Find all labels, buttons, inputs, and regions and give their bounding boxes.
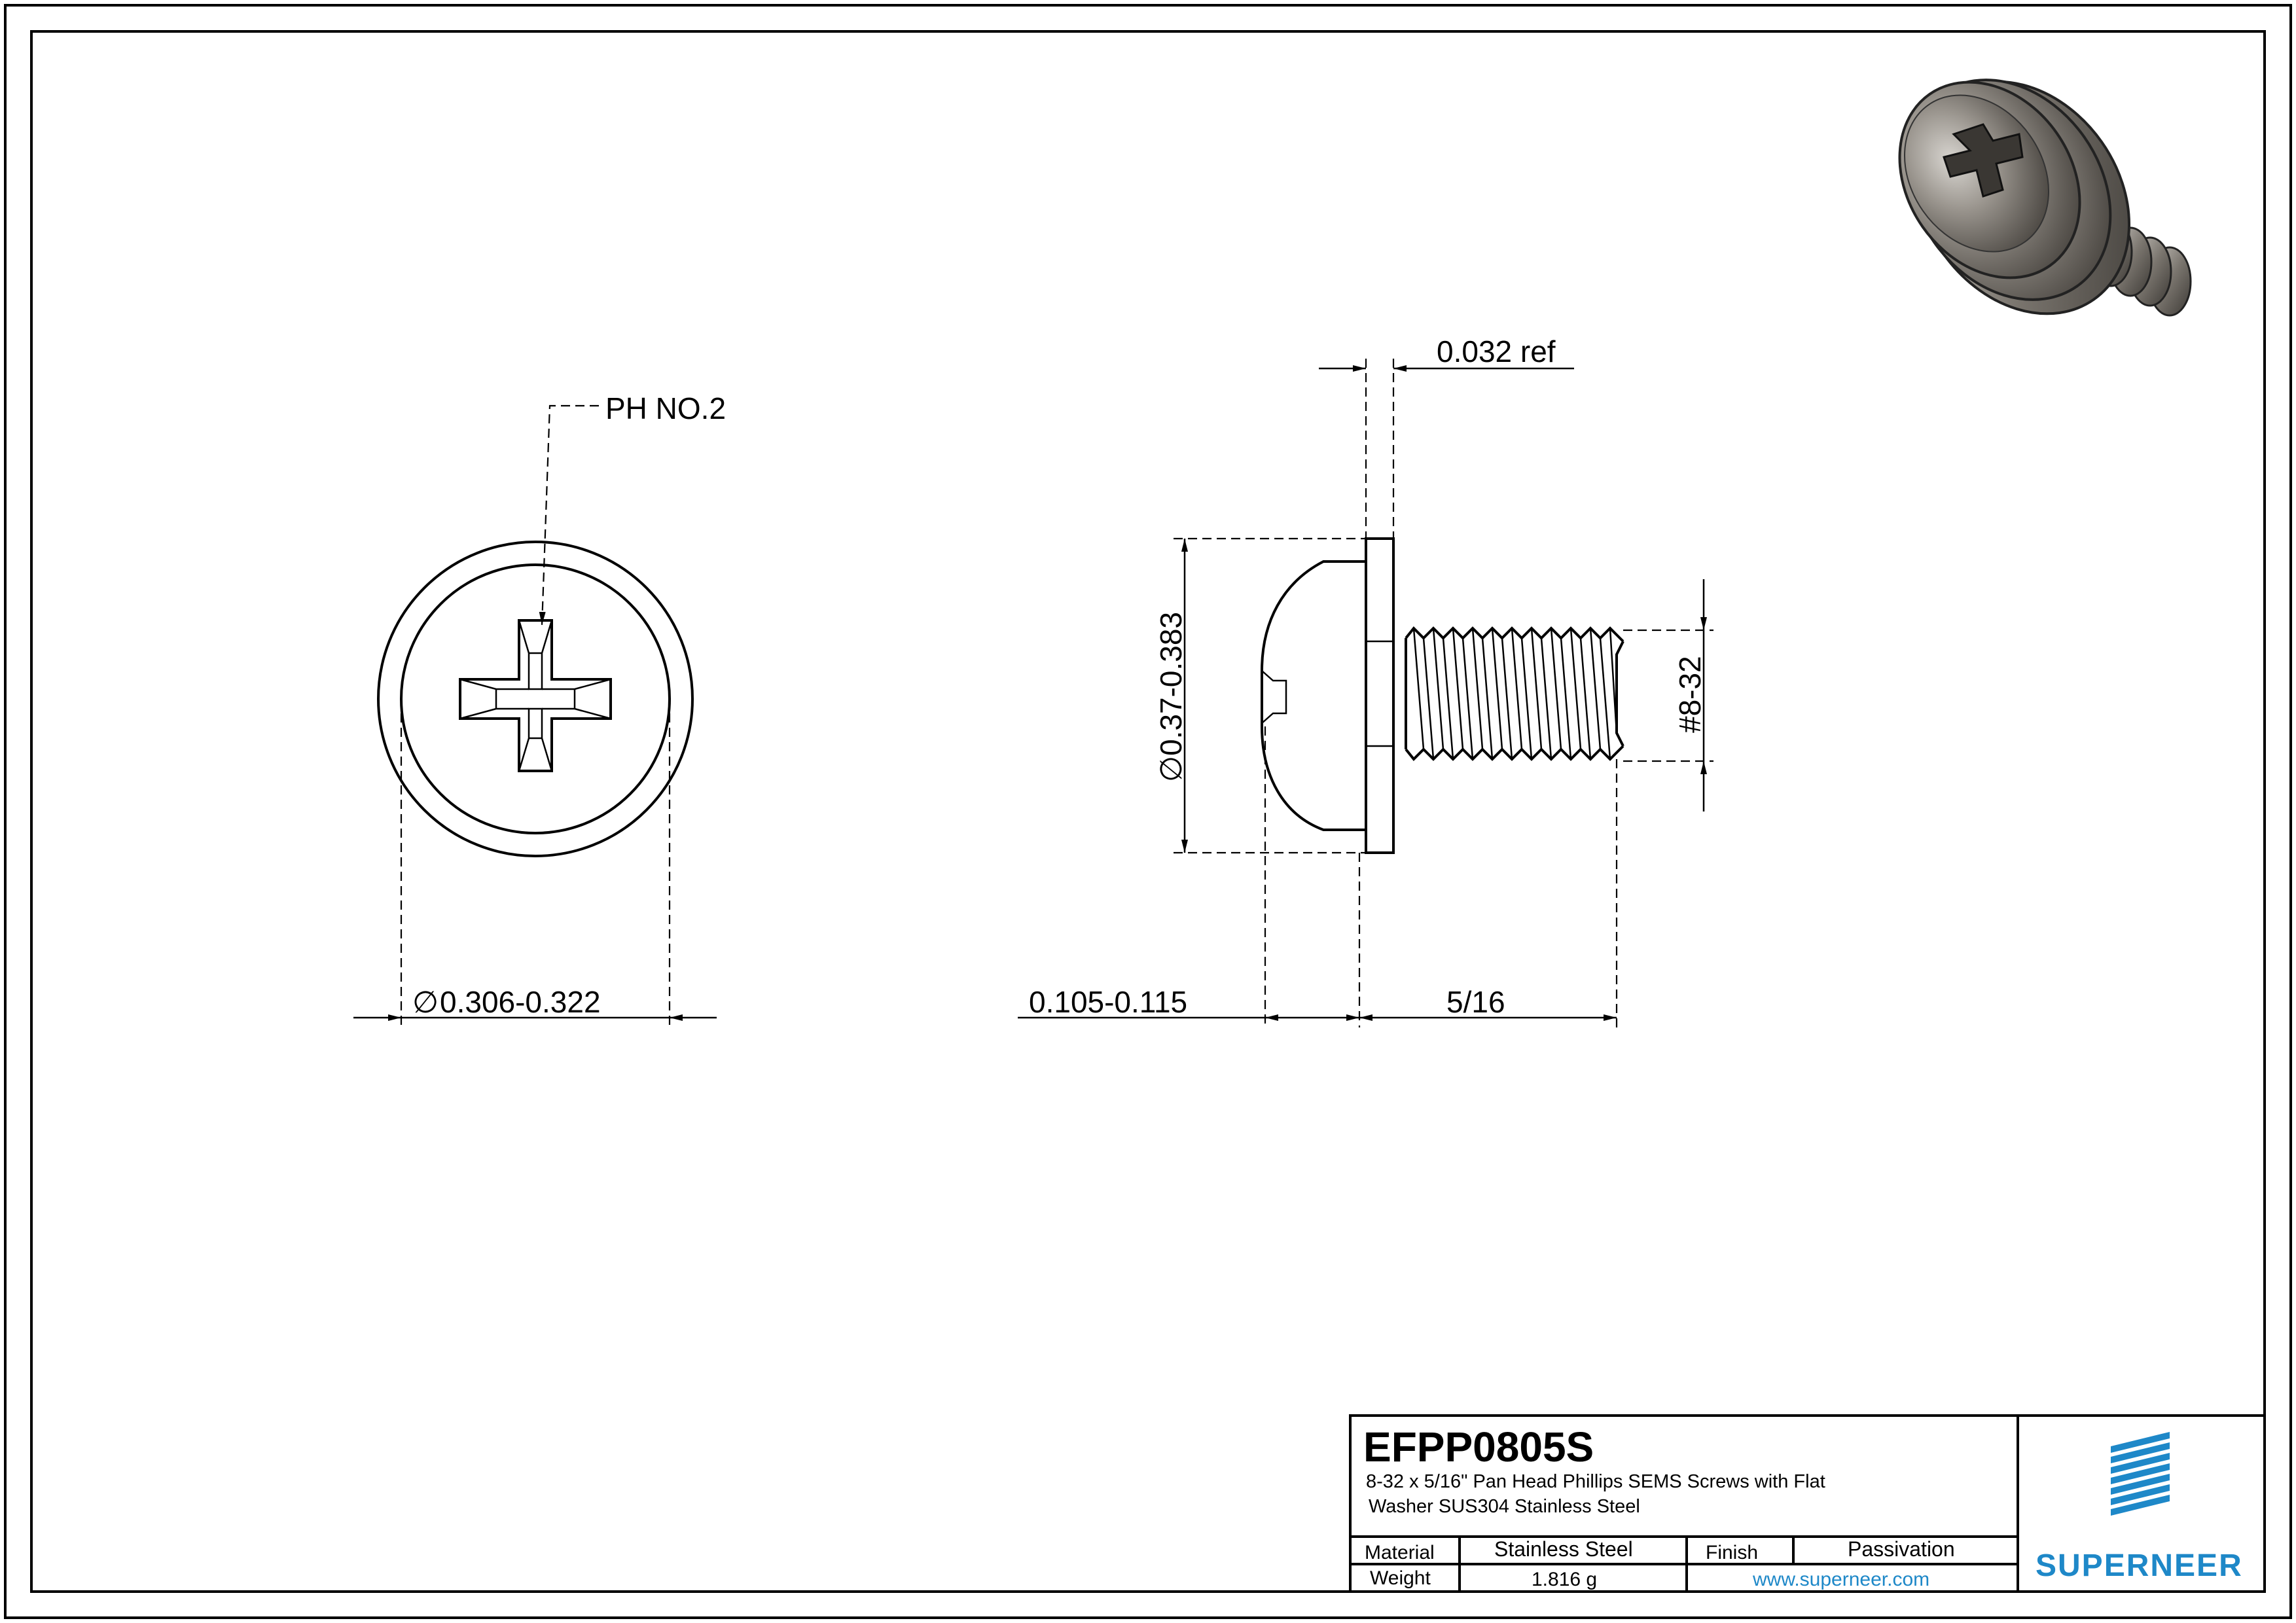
description-line-2: Washer SUS304 Stainless Steel (1369, 1496, 1640, 1517)
superneer-logo-icon (2111, 1432, 2170, 1516)
weight-value: 1.816 g (1532, 1569, 1597, 1590)
front-diameter-dim: 0.306-0.322 (440, 985, 601, 1019)
logo-text: SUPERNEER (2036, 1548, 2243, 1583)
callout-label: PH NO.2 (605, 391, 726, 425)
material-label: Material (1365, 1542, 1435, 1563)
title-block: EFPP0805S 8-32 x 5/16" Pan Head Phillips… (1349, 1414, 2266, 1593)
side-view: 0.032 ref ∅0.37-0.383 #8-32 0.105-0.115 … (1018, 334, 1713, 1027)
description-line-1: 8-32 x 5/16" Pan Head Phillips SEMS Scre… (1366, 1471, 1825, 1492)
finish-label: Finish (1706, 1542, 1758, 1563)
callout-leader (539, 404, 599, 626)
phillips-recess-icon (459, 619, 612, 772)
head-height-dim: 0.105-0.115 (1029, 985, 1187, 1019)
material-value: Stainless Steel (1494, 1537, 1633, 1561)
washer (1365, 537, 1395, 854)
website-link[interactable]: www.superneer.com (1752, 1569, 1929, 1590)
length-dim: 5/16 (1446, 985, 1505, 1019)
outer-border (4, 4, 2292, 1619)
head-outer-circle (377, 541, 694, 857)
head-inner-circle (400, 563, 671, 834)
inner-border (30, 30, 2266, 1593)
pan-head (1261, 560, 1366, 831)
part-number: EFPP0805S (1363, 1423, 1594, 1471)
screw-3d-render (1898, 79, 2192, 317)
threaded-shank (1405, 626, 1624, 761)
head-diameter-dim: ∅0.37-0.383 (1154, 612, 1188, 782)
weight-label: Weight (1370, 1567, 1431, 1589)
diameter-symbol: ∅ (412, 985, 439, 1019)
finish-value: Passivation (1848, 1537, 1955, 1561)
washer-thickness-dim: 0.032 ref (1437, 334, 1556, 368)
front-view: PH NO.2 ∅ 0.306-0.322 (353, 391, 726, 1027)
thread-size-dim: #8-32 (1673, 656, 1707, 733)
